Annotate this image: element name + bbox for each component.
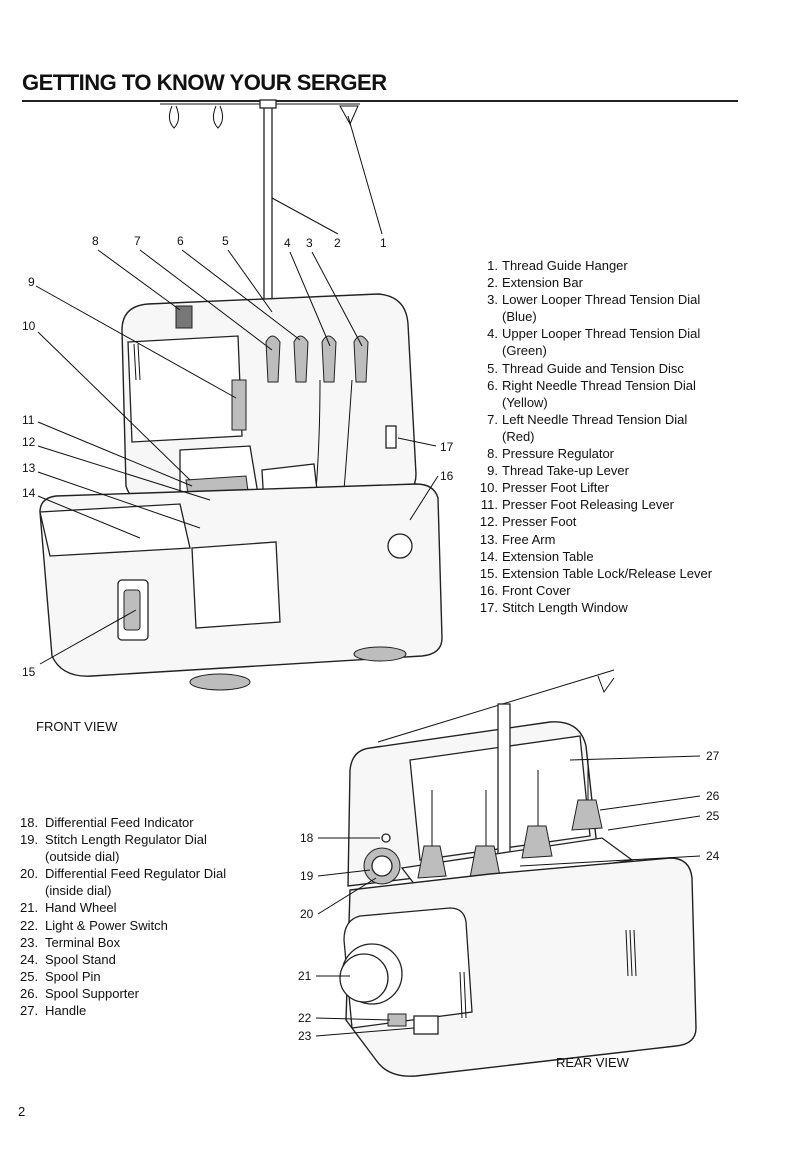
callout-4: 4 xyxy=(284,236,291,250)
part-item: 26.Spool Supporter xyxy=(20,985,139,1001)
callout-9: 9 xyxy=(28,275,35,289)
callout-15: 15 xyxy=(22,665,36,679)
callout-26: 26 xyxy=(706,789,720,803)
callout-18: 18 xyxy=(300,831,314,845)
part-subnote: (Blue) xyxy=(502,309,537,325)
callout-5: 5 xyxy=(222,234,229,248)
part-item: 2.Extension Bar xyxy=(487,275,583,291)
part-item: 9.Thread Take-up Lever xyxy=(487,463,629,479)
front-view-illustration: 8 7 6 5 4 3 2 1 9 10 11 12 13 14 15 16 1… xyxy=(22,99,454,691)
callout-27: 27 xyxy=(706,749,720,763)
rear-view-illustration: 18 19 20 21 22 23 24 25 26 27 xyxy=(298,669,720,1077)
part-subnote: (outside dial) xyxy=(45,849,120,865)
part-item: 13.Free Arm xyxy=(479,531,556,547)
callout-22: 22 xyxy=(298,1011,312,1025)
callout-21: 21 xyxy=(298,969,312,983)
part-item: 27.Handle xyxy=(20,1003,87,1019)
part-item: 3.Lower Looper Thread Tension Dial xyxy=(487,292,701,308)
part-item: 15.Extension Table Lock/Release Lever xyxy=(479,565,713,581)
callout-19: 19 xyxy=(300,869,314,883)
callout-17: 17 xyxy=(440,440,454,454)
callout-1: 1 xyxy=(380,236,387,250)
callout-14: 14 xyxy=(22,486,36,500)
part-item: 25.Spool Pin xyxy=(20,968,101,984)
callout-6: 6 xyxy=(177,234,184,248)
part-item: 8.Pressure Regulator xyxy=(487,446,614,462)
rear-view-caption: REAR VIEW xyxy=(556,1055,629,1070)
part-item: 14.Extension Table xyxy=(479,548,594,564)
title-rule xyxy=(22,100,738,102)
part-item: 17.Stitch Length Window xyxy=(479,599,628,615)
callout-23: 23 xyxy=(298,1029,312,1043)
callout-8: 8 xyxy=(92,234,99,248)
part-item: 23.Terminal Box xyxy=(20,934,121,950)
part-item: 10.Presser Foot Lifter xyxy=(479,480,609,496)
part-item: 20.Differential Feed Regulator Dial xyxy=(20,866,227,882)
callout-7: 7 xyxy=(134,234,141,248)
part-item: 4.Upper Looper Thread Tension Dial xyxy=(487,326,701,342)
part-subnote: (Yellow) xyxy=(502,394,548,410)
callout-2: 2 xyxy=(334,236,341,250)
part-item: 1.Thread Guide Hanger xyxy=(487,258,628,273)
callout-13: 13 xyxy=(22,461,36,475)
callout-11: 11 xyxy=(22,413,35,427)
page-number: 2 xyxy=(18,1104,26,1119)
part-item: 22.Light & Power Switch xyxy=(20,917,168,933)
part-item: 16.Front Cover xyxy=(479,582,571,598)
part-item: 18.Differential Feed Indicator xyxy=(20,815,194,830)
part-item: 24.Spool Stand xyxy=(20,951,116,967)
callout-25: 25 xyxy=(706,809,720,823)
part-subnote: (Green) xyxy=(502,343,547,359)
page-title: GETTING TO KNOW YOUR SERGER xyxy=(22,70,387,95)
front-view-caption: FRONT VIEW xyxy=(36,719,118,734)
part-subnote: (Red) xyxy=(502,428,535,444)
part-item: 12.Presser Foot xyxy=(479,514,577,530)
part-item: 11.Presser Foot Releasing Lever xyxy=(480,497,674,513)
callout-10: 10 xyxy=(22,319,36,333)
part-item: 5.Thread Guide and Tension Disc xyxy=(487,360,684,376)
callout-12: 12 xyxy=(22,435,36,449)
rear-parts-list: 18.Differential Feed Indicator 19.Stitch… xyxy=(20,814,226,1019)
part-item: 21.Hand Wheel xyxy=(20,900,117,916)
callout-16: 16 xyxy=(440,469,454,483)
callout-3: 3 xyxy=(306,236,313,250)
part-item: 19.Stitch Length Regulator Dial xyxy=(20,832,207,848)
front-parts-list: 1.Thread Guide Hanger 2.Extension Bar 3.… xyxy=(466,257,712,616)
callout-24: 24 xyxy=(706,849,720,863)
part-item: 6.Right Needle Thread Tension Dial xyxy=(487,377,696,393)
part-item: 7.Left Needle Thread Tension Dial xyxy=(487,411,688,427)
part-subnote: (inside dial) xyxy=(45,883,112,899)
callout-20: 20 xyxy=(300,907,314,921)
